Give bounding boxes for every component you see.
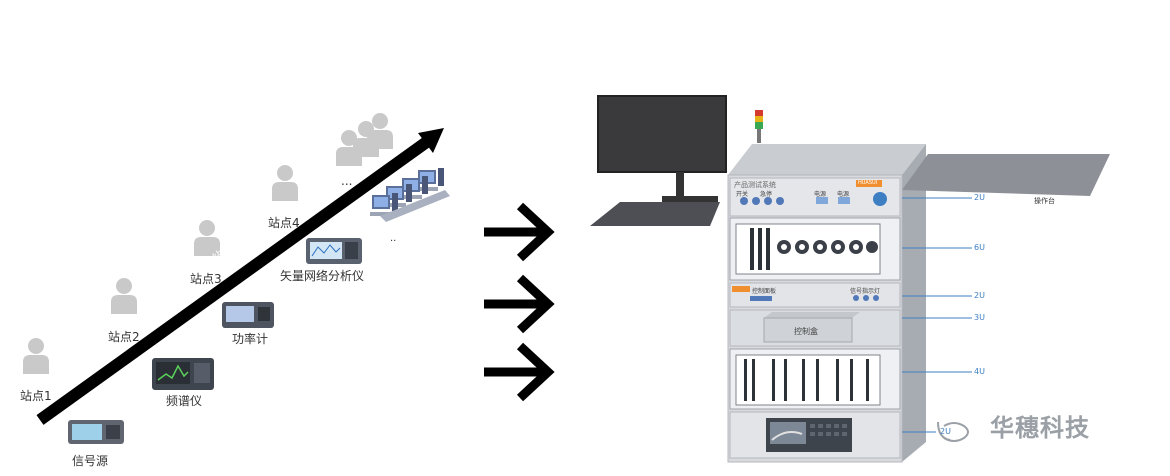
ctrl-label-1: 开关 [736, 191, 749, 198]
station-label-2: 站点2 [108, 330, 140, 344]
unit-label-2u-mid: 2U [974, 291, 985, 300]
mid-panel-label: 控制面板 [752, 288, 777, 295]
growth-arrow-line [36, 136, 432, 425]
monitor-icon [597, 95, 727, 202]
arrow-icon-3 [484, 342, 555, 402]
pcs-ellipsis: .. [390, 233, 397, 244]
watermark-text: 华穗科技 [990, 414, 1090, 442]
keyboard-tray [590, 202, 720, 226]
growth-arrow-head [418, 128, 444, 153]
ctrl-label-4: 电源 [837, 191, 850, 198]
people-ellipsis: ... [341, 174, 353, 188]
brand-tag: HUASUI [858, 180, 878, 186]
arrow-icon-1 [484, 202, 555, 262]
top-panel-label: 产品测试系统 [734, 181, 776, 189]
station-label-3: 站点3 [190, 272, 222, 286]
watermark-logo-icon [937, 421, 969, 442]
arrow-icon-2 [484, 274, 555, 334]
computers-icon [370, 168, 450, 222]
vna-label: 矢量网络分析仪 [280, 269, 365, 283]
left-diagram [23, 113, 555, 444]
person-icon-station4 [272, 165, 298, 201]
test-rack-illustration [590, 95, 1110, 463]
unit-label-2u-bottom: 2U [940, 427, 951, 436]
unit-label-6u: 6U [974, 243, 985, 252]
power-meter-label: 功率计 [232, 332, 269, 346]
spectrum-analyzer-icon [152, 358, 214, 390]
spectrum-analyzer-label: 频谱仪 [166, 394, 203, 408]
signal-source-icon [68, 420, 124, 444]
people-group-icon [336, 113, 393, 166]
workbench-label: 操作台 [1034, 197, 1055, 205]
mid-panel-label-right: 信号指示灯 [850, 288, 881, 295]
unit-label-4u: 4U [974, 367, 985, 376]
person-icon-station2 [111, 278, 137, 314]
ctrl-label-2: 急停 [760, 191, 773, 198]
control-box-label: 控制盒 [794, 327, 818, 336]
station-label-1: 站点1 [20, 389, 52, 403]
station-label-4: 站点4 [268, 216, 300, 230]
signal-source-label: 信号源 [72, 454, 109, 468]
vna-icon [306, 238, 362, 264]
person-icon-station1 [23, 338, 49, 374]
power-meter-icon [222, 302, 274, 328]
unit-label-2u-top: 2U [974, 193, 985, 202]
signal-tower-icon [755, 110, 763, 143]
ctrl-label-3: 电源 [814, 191, 827, 198]
unit-label-3u: 3U [974, 313, 985, 322]
workbench [902, 154, 1110, 196]
